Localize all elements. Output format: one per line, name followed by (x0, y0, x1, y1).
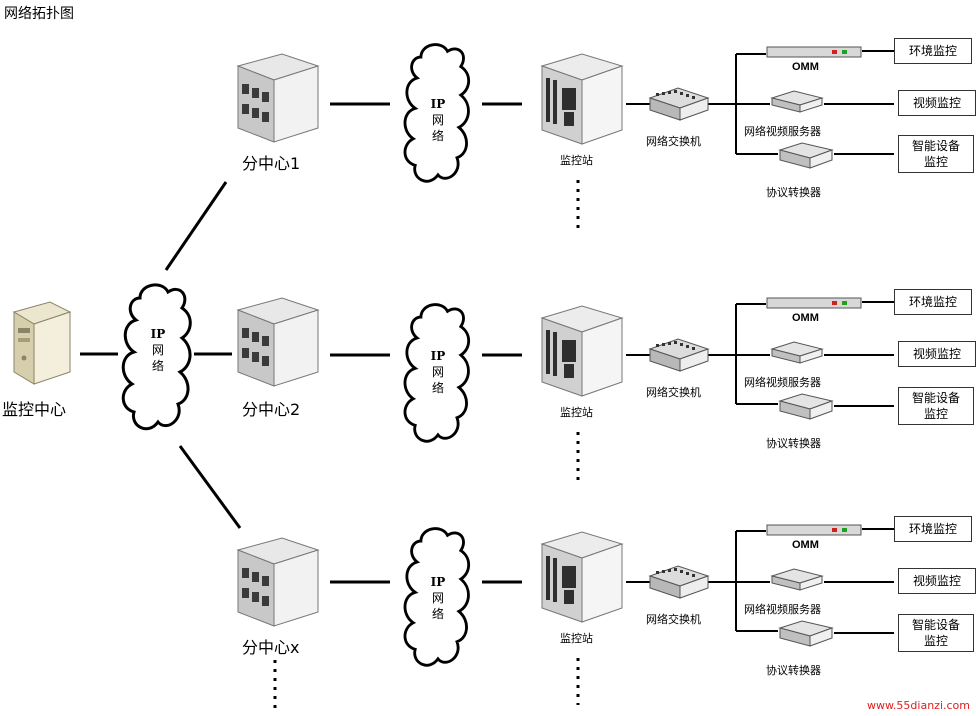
branch-1-smart-device-line1: 智能设备 (911, 139, 960, 153)
branch-1-station-label: 监控站 (560, 154, 593, 167)
branch-1-video-server-icon (770, 90, 824, 113)
branch-x-cloud-ip-label: IP (430, 575, 446, 589)
branch-2-video-server-icon (770, 341, 824, 364)
branch-2-network-switch-icon (648, 338, 710, 372)
branch-1-cloud-ip-label: IP (430, 97, 446, 111)
branch-x-label: 分中心x (242, 638, 300, 657)
branch-1-cloud-text: IP 网络 (429, 96, 447, 144)
branch-1-env-monitor-box: 环境监控 (894, 38, 972, 64)
branch-2-video-monitor-box: 视频监控 (898, 341, 976, 367)
branch-1-station-server-icon (540, 53, 624, 145)
branch-1-building-icon (236, 53, 320, 143)
branch-1-protocol-converter-label: 协议转换器 (766, 186, 821, 199)
branch-2-station-label: 监控站 (560, 406, 593, 419)
monitoring-center-label: 监控中心 (2, 400, 67, 419)
branch-x-ip-network-cloud-icon (403, 527, 471, 667)
branch-2-env-monitor-box: 环境监控 (894, 289, 972, 315)
branch-2-smart-device-box: 智能设备 监控 (898, 387, 974, 425)
branch-x-building-icon (236, 537, 320, 627)
branch-1-omm-label: OMM (792, 61, 819, 73)
branch-1-network-switch-icon (648, 87, 710, 121)
branch-1-ip-network-cloud-icon (403, 43, 471, 183)
branch-2-label: 分中心2 (242, 400, 301, 419)
branch-x-smart-device-line2: 监控 (923, 634, 948, 648)
branch-1-label: 分中心1 (242, 154, 301, 173)
branch-x-protocol-converter-label: 协议转换器 (766, 664, 821, 677)
branch-2-cloud-net-label: 网络 (431, 365, 444, 395)
center-cloud-net-label: 网络 (151, 343, 164, 373)
center-cloud-ip-label: IP (150, 327, 166, 341)
branch-1-protocol-converter-icon (778, 142, 834, 169)
branch-x-cloud-net-label: 网络 (431, 591, 444, 621)
branch-1-switch-label: 网络交换机 (646, 135, 701, 148)
branch-1-omm-device-icon (766, 46, 862, 58)
branch-2-station-server-icon (540, 305, 624, 397)
branch-x-station-label: 监控站 (560, 632, 593, 645)
branch-2-switch-label: 网络交换机 (646, 386, 701, 399)
branch-1-smart-device-box: 智能设备 监控 (898, 135, 974, 173)
branch-x-smart-device-line1: 智能设备 (911, 618, 960, 632)
branch-1-cloud-net-label: 网络 (431, 113, 444, 143)
branch-x-protocol-converter-icon (778, 620, 834, 647)
branch-1-smart-device-line2: 监控 (923, 155, 948, 169)
branch-x-video-server-label: 网络视频服务器 (744, 603, 821, 616)
branch-2-ip-network-cloud-icon (403, 303, 471, 443)
branch-x-omm-label: OMM (792, 539, 819, 551)
branch-1-video-server-label: 网络视频服务器 (744, 125, 821, 138)
branch-x-video-server-icon (770, 568, 824, 591)
branch-x-smart-device-box: 智能设备 监控 (898, 614, 974, 652)
branch-2-omm-label: OMM (792, 312, 819, 324)
branch-x-video-monitor-box: 视频监控 (898, 568, 976, 594)
branch-x-cloud-text: IP 网络 (429, 574, 447, 622)
branch-x-network-switch-icon (648, 565, 710, 599)
branch-2-video-server-label: 网络视频服务器 (744, 376, 821, 389)
branch-2-smart-device-line2: 监控 (923, 407, 948, 421)
branch-x-station-server-icon (540, 531, 624, 623)
branch-x-switch-label: 网络交换机 (646, 613, 701, 626)
center-ip-network-cloud-icon (121, 283, 192, 431)
branch-2-smart-device-line1: 智能设备 (911, 391, 960, 405)
branch-2-omm-device-icon (766, 297, 862, 309)
diagram-title: 网络拓扑图 (4, 6, 74, 22)
branch-2-protocol-converter-icon (778, 393, 834, 420)
branch-1-video-monitor-box: 视频监控 (898, 90, 976, 116)
monitoring-center-server-icon (12, 301, 72, 385)
branch-2-building-icon (236, 297, 320, 387)
branch-x-env-monitor-box: 环境监控 (894, 516, 972, 542)
branch-2-protocol-converter-label: 协议转换器 (766, 437, 821, 450)
watermark-text: www.55dianzi.com (866, 699, 970, 712)
branch-2-cloud-text: IP 网络 (429, 348, 447, 396)
branch-x-omm-device-icon (766, 524, 862, 536)
center-cloud-text: IP 网络 (149, 326, 167, 374)
branch-2-cloud-ip-label: IP (430, 349, 446, 363)
